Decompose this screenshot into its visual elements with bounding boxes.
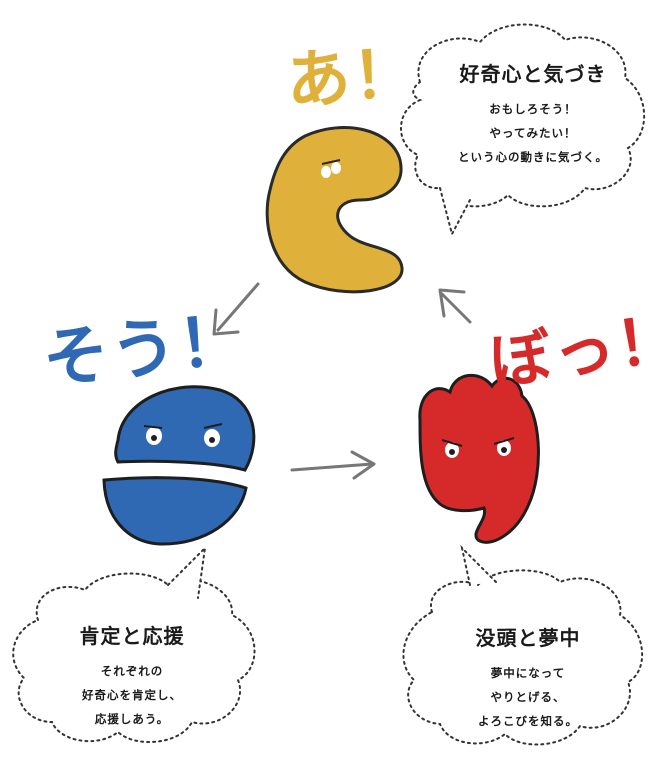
bubble-title: 没頭と夢中 [475,626,581,650]
bubble-line: おもしろそう！ [489,102,577,116]
bubble-title: 肯定と応援 [79,624,185,648]
exclaim-a: あ！ [283,36,421,120]
arrow-a-to-sou [212,282,260,336]
bubble-line: 応援しあう。 [94,712,170,726]
thought-bubble-left [12,572,256,744]
thought-bubble-top-tail [439,187,471,237]
bubble-line: という心の動きに気づく。 [458,150,608,164]
arrow-sou-to-bo [290,450,376,480]
bubble-text-immersion: 没頭と夢中 夢中になって やりとげる、 よろこびを知る。 [428,622,628,733]
red-character [418,373,540,544]
bubble-line: やってみたい！ [489,126,577,140]
thought-bubble-top [400,23,646,208]
bubble-text-curiosity: 好奇心と気づき おもしろそう！ やってみたい！ という心の動きに気づく。 [418,58,648,169]
bubble-line: 好奇心を肯定し、 [82,688,182,702]
thought-bubble-left-tail [167,545,207,599]
bubble-line: 夢中になって [490,666,566,680]
yellow-character [265,126,404,294]
thought-bubble-right-tail [460,544,497,586]
bubble-line: それぞれの [100,664,164,678]
bubble-text-affirmation: 肯定と応援 それぞれの 好奇心を肯定し、 応援しあう。 [32,620,232,731]
arrow-bo-to-a [438,288,472,324]
blue-character [102,385,256,546]
bubble-line: やりとげる、 [490,690,566,704]
thought-bubble-right [402,569,643,746]
bubble-line: よろこびを知る。 [478,714,578,728]
bubble-title: 好奇心と気づき [459,62,607,86]
